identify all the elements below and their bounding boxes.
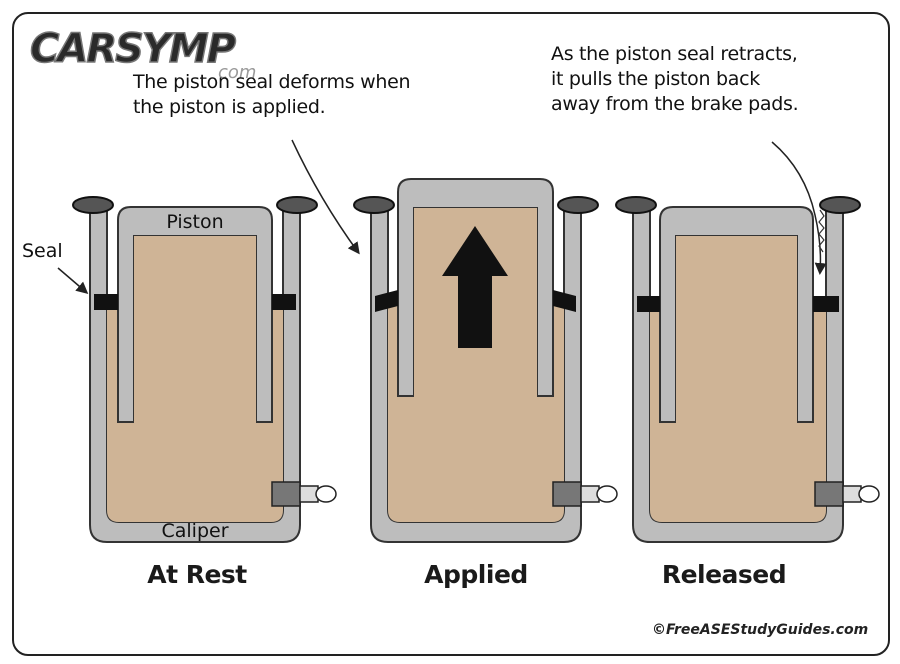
seal-left	[94, 294, 118, 310]
dust-boot-left	[353, 196, 395, 214]
copyright-text: ©FreeASEStudyGuides.com	[652, 622, 869, 638]
dust-boot-right	[276, 196, 318, 214]
applied-label: Applied	[424, 560, 528, 589]
retract-note-line-3: away from the brake pads.	[551, 93, 799, 115]
logo-domain: com	[218, 62, 256, 82]
logo-text: CARSYMP	[30, 26, 236, 72]
retract-leader-line	[771, 141, 827, 275]
bleeder-tip	[858, 485, 880, 503]
applied-arrow	[442, 226, 508, 348]
bleeder-tip	[315, 485, 337, 503]
released-label: Released	[661, 560, 787, 589]
deform-note: The piston seal deforms when the piston …	[133, 70, 411, 120]
carsymp-logo: CARSYMP com	[28, 25, 288, 83]
dust-boot-left	[72, 196, 114, 214]
retract-note-line-2: it pulls the piston back	[551, 68, 760, 90]
seal-leader-line	[57, 267, 89, 294]
seal-right	[813, 296, 839, 312]
dust-boot-left	[615, 196, 657, 214]
bleeder-tip	[596, 485, 618, 503]
seal-left-deformed	[375, 290, 398, 312]
retract-motion-squiggle	[818, 209, 825, 253]
seal-left	[637, 296, 660, 312]
bleeder-screw	[271, 481, 301, 507]
deform-note-line-2: the piston is applied.	[133, 96, 326, 118]
panel-released	[615, 196, 880, 543]
bleeder-screw	[814, 481, 844, 507]
seal-right	[272, 294, 296, 310]
bleeder-screw	[552, 481, 582, 507]
retract-note: As the piston seal retracts, it pulls th…	[551, 42, 799, 117]
seal-right-deformed	[553, 290, 576, 312]
piston-inner-fluid	[134, 236, 256, 522]
seal-label: Seal	[22, 240, 63, 262]
dust-boot-right	[819, 196, 861, 214]
piston-inner-fluid	[676, 236, 797, 522]
retract-note-line-1: As the piston seal retracts,	[551, 43, 798, 65]
caliper-label: Caliper	[161, 520, 229, 542]
deform-leader-line	[291, 139, 360, 255]
piston-label: Piston	[166, 211, 224, 233]
dust-boot-right	[557, 196, 599, 214]
at-rest-label: At Rest	[147, 560, 247, 589]
panel-applied	[353, 178, 618, 543]
panel-at-rest	[72, 196, 337, 543]
deform-note-line-1: The piston seal deforms when	[133, 71, 411, 93]
